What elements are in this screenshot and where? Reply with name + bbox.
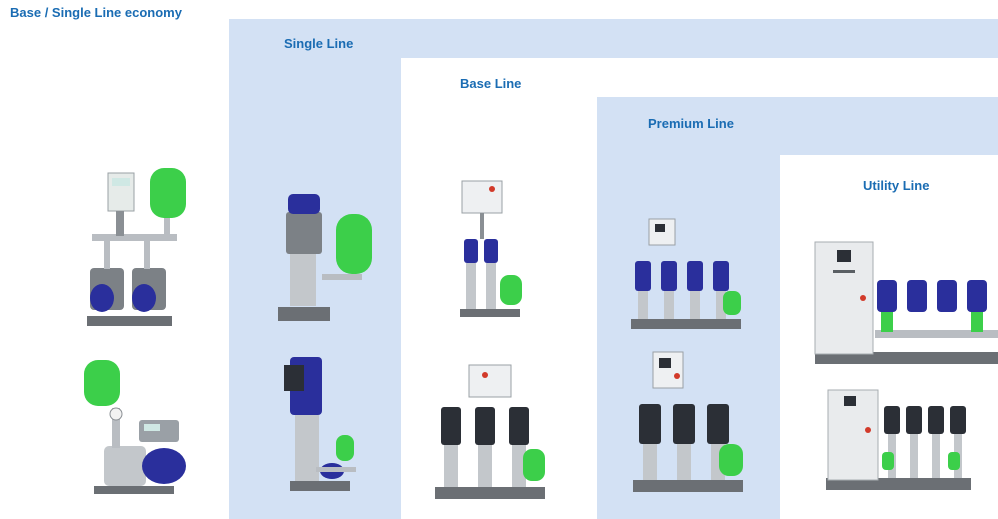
heading-utility-line: Utility Line	[863, 178, 930, 193]
quad-booster-with-tall-cabinet-icon	[826, 389, 976, 495]
quad-booster-with-cabinet-icon	[814, 241, 998, 367]
twin-booster-with-control-box-icon	[458, 180, 528, 326]
heading-single-line: Single Line	[284, 36, 354, 51]
heading-premium-line: Premium Line	[648, 116, 734, 131]
heading-base-single-line-economy: Base / Single Line economy	[10, 5, 182, 20]
twin-pump-booster-with-tank-icon	[82, 168, 192, 333]
heading-base-line: Base Line	[460, 76, 522, 91]
triple-booster-with-control-panel-icon	[633, 351, 748, 497]
quad-booster-with-control-panel-icon	[631, 218, 746, 334]
vertical-pump-with-tank-icon	[278, 192, 378, 327]
triple-booster-with-control-box-icon	[435, 363, 550, 503]
vertical-pump-with-drive-icon	[270, 355, 370, 495]
horizontal-pump-with-tank-icon	[84, 358, 194, 503]
